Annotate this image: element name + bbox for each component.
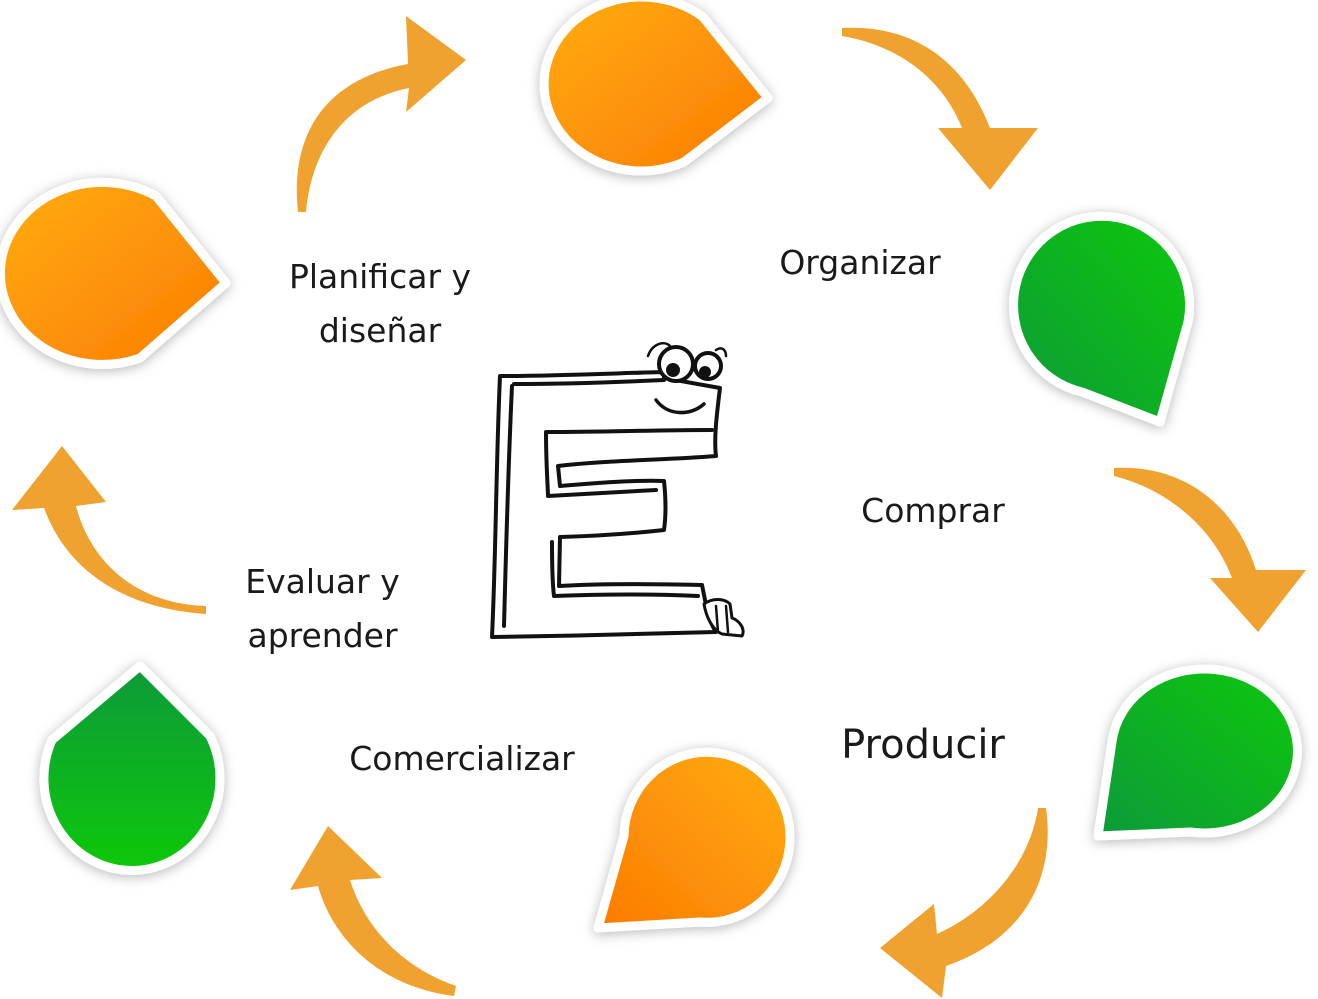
drop-right-upper [1009, 211, 1195, 427]
step-label-comercializar: Comercializar [322, 732, 602, 786]
step-label-line: Producir [841, 722, 1005, 768]
drop-left [0, 177, 231, 369]
step-label-line: Planificar y [288, 257, 472, 296]
arrow-3-icon [1114, 467, 1306, 632]
arrow-6-icon [12, 446, 206, 614]
step-label-line: Comprar [861, 491, 1005, 530]
arrow-4-icon [880, 808, 1048, 998]
step-label-line: Organizar [779, 243, 941, 282]
step-label-line: Comercializar [349, 739, 575, 778]
step-label-line: Evaluar y [245, 562, 400, 601]
arrow-1-icon [296, 16, 466, 212]
drop-bottom-left [39, 661, 225, 875]
step-label-producir: Producir [818, 718, 1028, 772]
step-label-line: diseñar [318, 311, 442, 350]
step-label-organizar: Organizar [755, 236, 965, 290]
drop-bottom [593, 747, 795, 933]
center-e-character-icon [490, 342, 745, 639]
step-label-evaluar: Evaluar y aprender [210, 555, 435, 663]
step-label-comprar: Comprar [838, 484, 1028, 538]
step-label-planificar: Planificar y diseñar [270, 250, 490, 358]
drop-top [539, 0, 773, 176]
step-label-line: aprender [247, 616, 398, 655]
arrow-5-icon [290, 826, 456, 996]
drop-right-lower [1093, 664, 1302, 841]
arrow-2-icon [842, 27, 1038, 191]
cycle-arrows [12, 16, 1306, 998]
